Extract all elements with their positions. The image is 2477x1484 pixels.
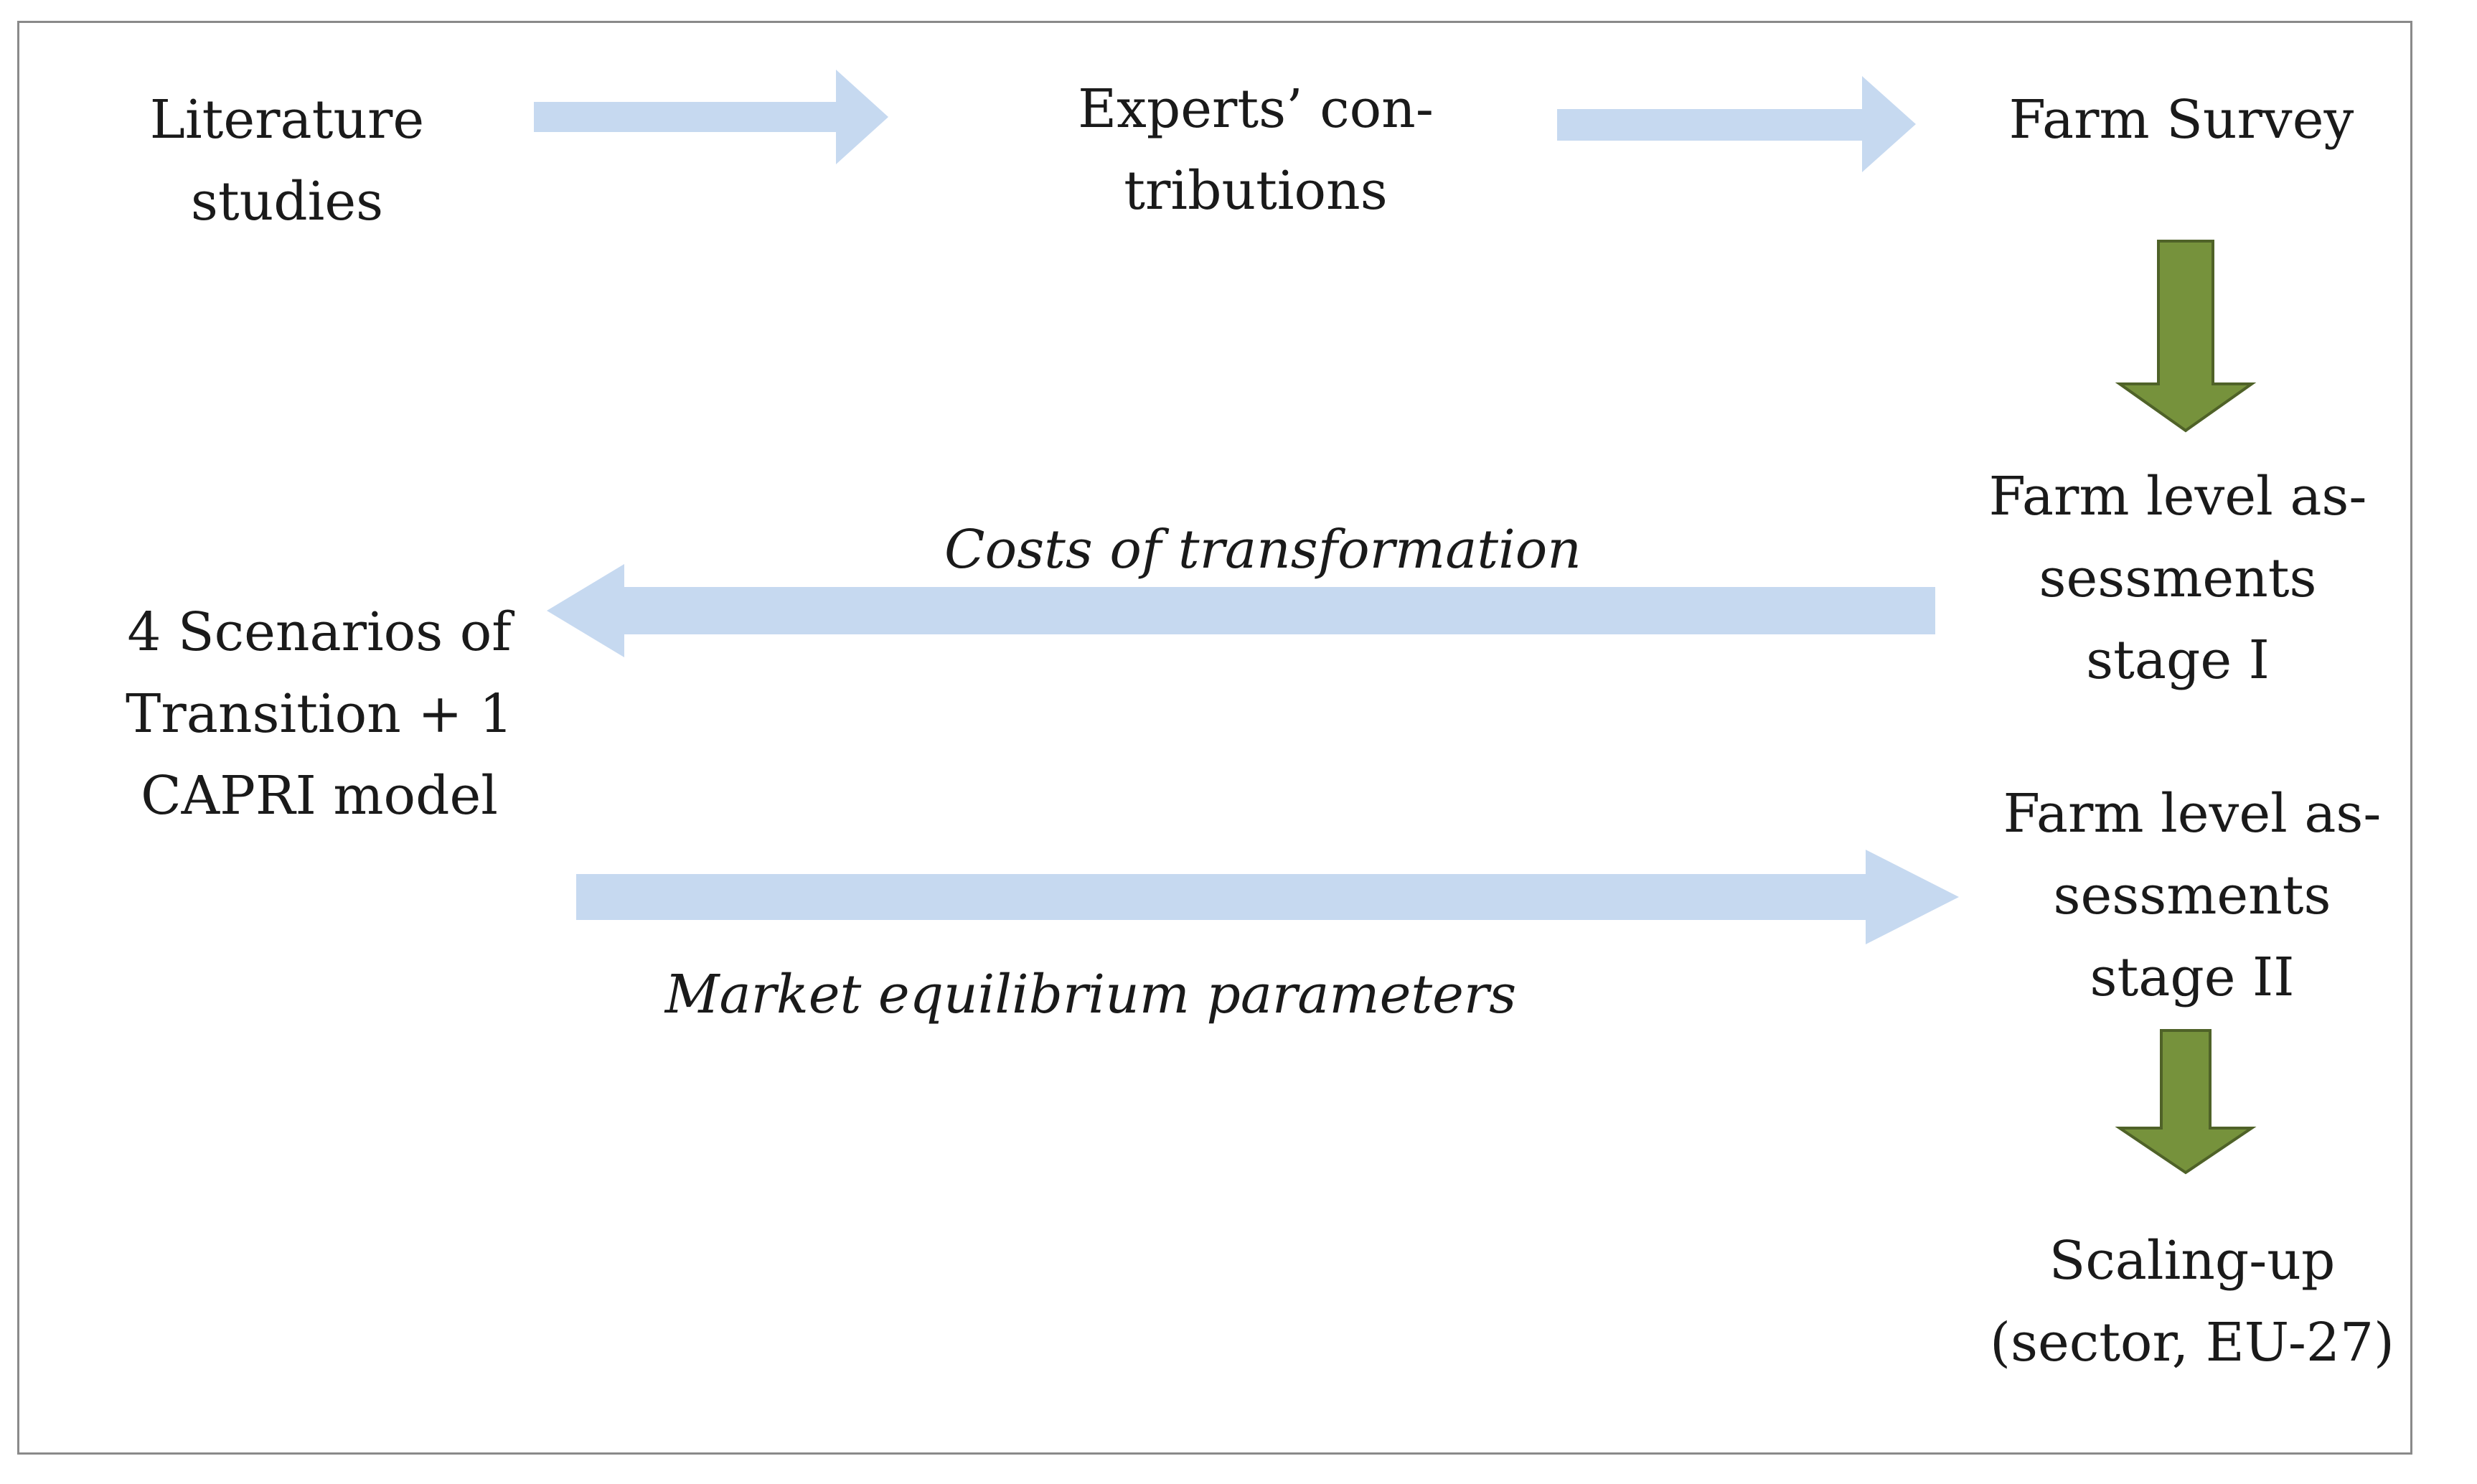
arrow-farm-survey-to-stage1 — [2115, 240, 2257, 433]
arrow-stage2-to-scaling — [2115, 1029, 2257, 1175]
arrow-scenarios-to-stage2 — [576, 850, 1959, 944]
node-literature-studies: Literature studies — [149, 89, 425, 233]
node-farm-assessments-stage1: Farm level as- sessments stage I — [1988, 466, 2367, 691]
node-farm-survey: Farm Survey — [2008, 89, 2354, 151]
node-experts-contributions: Experts’ con- tributions — [1078, 78, 1434, 222]
arrow-experts-to-farm-survey — [1557, 76, 1916, 172]
edge-label-market-equilibrium-parameters: Market equilibrium parameters — [664, 964, 1517, 1025]
node-scenarios-of-transition: 4 Scenarios of Transition + 1 CAPRI mode… — [126, 601, 513, 827]
diagram-frame — [17, 21, 2412, 1455]
arrow-literature-to-experts — [534, 70, 888, 164]
node-scaling-up: Scaling-up (sector, EU-27) — [1990, 1230, 2394, 1373]
node-farm-assessments-stage2: Farm level as- sessments stage II — [2003, 783, 2382, 1008]
arrow-stage1-to-scenarios — [547, 564, 1935, 657]
edge-label-costs-of-transformation: Costs of transformation — [944, 519, 1581, 581]
